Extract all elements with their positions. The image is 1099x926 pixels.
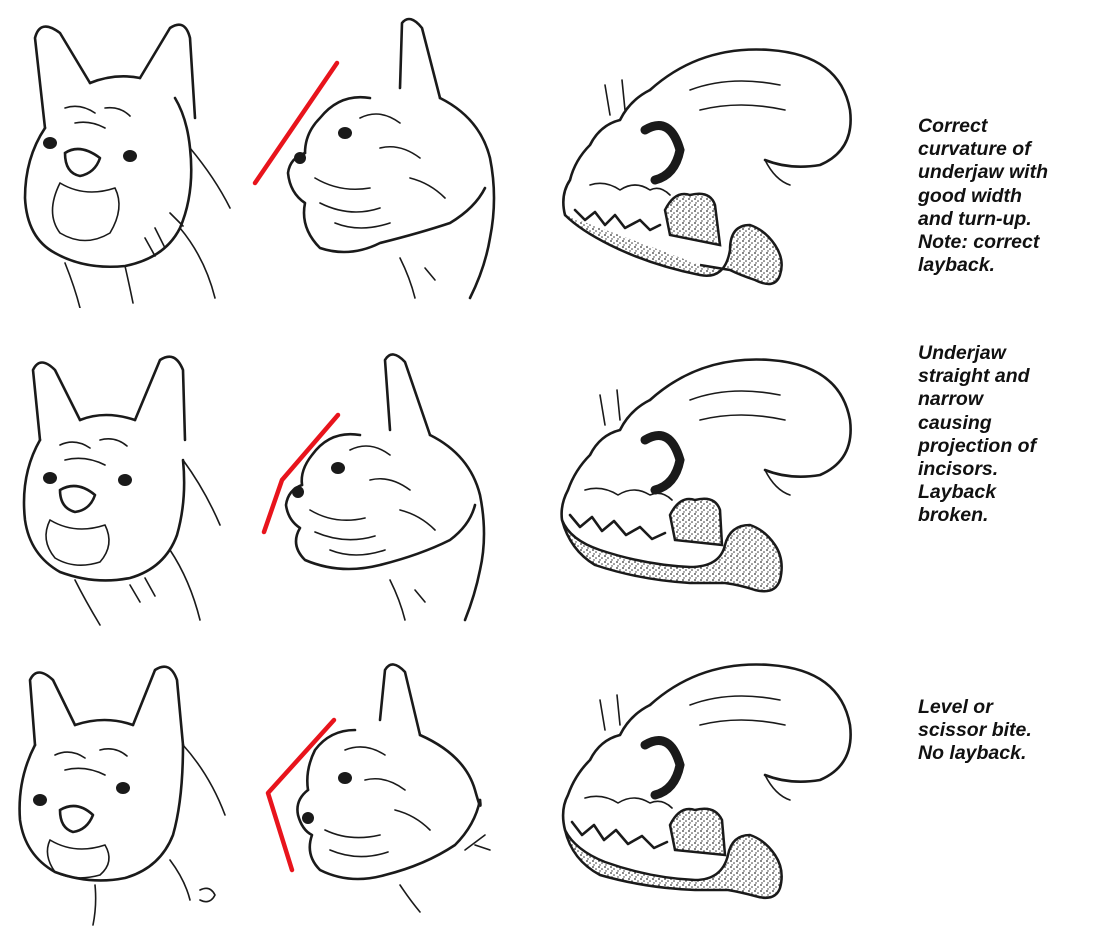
caption-line: No layback. — [918, 742, 1098, 765]
caption-line: Note: correct — [918, 231, 1098, 254]
caption-line: incisors. — [918, 458, 1098, 481]
layback-line — [264, 415, 338, 532]
front-head-illustration — [5, 650, 240, 926]
skull-illustration — [550, 650, 890, 920]
caption-line: narrow — [918, 388, 1098, 411]
caption-line: layback. — [918, 254, 1098, 277]
skull-illustration — [550, 345, 890, 615]
layback-line — [255, 63, 337, 183]
caption-line: Layback — [918, 481, 1098, 504]
front-head-illustration — [5, 8, 240, 308]
caption-line: projection of — [918, 435, 1098, 458]
front-head-illustration — [5, 340, 240, 630]
caption-straight-underjaw: Underjaw straight and narrow causing pro… — [918, 342, 1098, 528]
profile-head-illustration — [250, 650, 510, 926]
caption-line: underjaw with — [918, 161, 1098, 184]
caption-line: Correct — [918, 115, 1098, 138]
caption-correct: Correct curvature of underjaw with good … — [918, 115, 1098, 277]
row-correct: Correct curvature of underjaw with good … — [0, 0, 1099, 310]
caption-line: straight and — [918, 365, 1098, 388]
caption-line: broken. — [918, 504, 1098, 527]
caption-line: scissor bite. — [918, 719, 1098, 742]
caption-line: Level or — [918, 696, 1098, 719]
caption-line: curvature of — [918, 138, 1098, 161]
caption-line: Underjaw — [918, 342, 1098, 365]
skull-illustration — [550, 30, 890, 310]
profile-head-illustration — [250, 340, 510, 630]
profile-head-illustration — [250, 8, 510, 308]
caption-line: and turn-up. — [918, 208, 1098, 231]
caption-line: good width — [918, 185, 1098, 208]
caption-line: causing — [918, 412, 1098, 435]
row-no-layback: Level or scissor bite. No layback. — [0, 640, 1099, 926]
row-straight-underjaw: Underjaw straight and narrow causing pro… — [0, 330, 1099, 630]
caption-no-layback: Level or scissor bite. No layback. — [918, 696, 1098, 766]
layback-line — [268, 720, 334, 870]
